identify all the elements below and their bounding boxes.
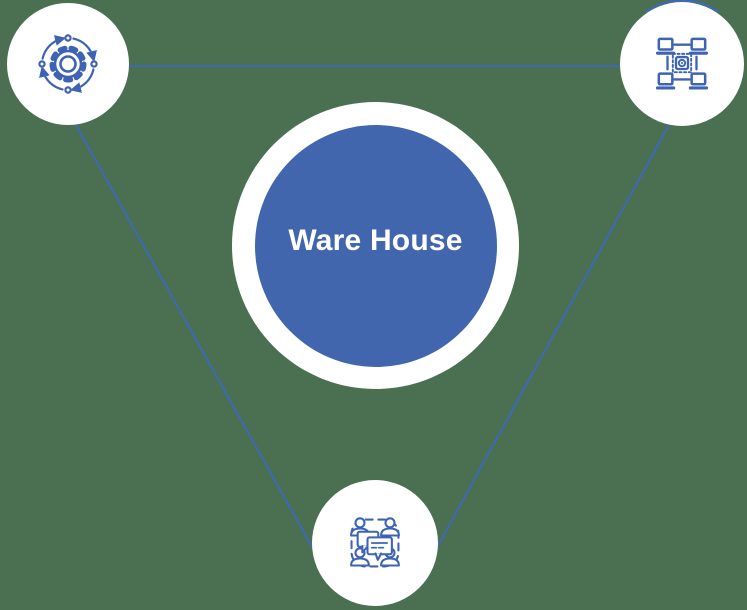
node-automation <box>7 3 129 125</box>
node-collaboration <box>312 480 438 606</box>
center-node-warehouse: Ware House <box>254 124 497 367</box>
node-network <box>620 2 744 126</box>
connected-devices-icon <box>655 37 709 90</box>
team-discussion-icon <box>350 517 400 568</box>
person-glyph <box>380 517 400 537</box>
center-node-ring: Ware House <box>232 102 519 389</box>
person-glyph <box>350 547 370 567</box>
connector-left <box>71 117 317 555</box>
gear-cycle-icon <box>38 34 98 94</box>
center-label: Ware House <box>288 223 463 257</box>
chat-bubbles-glyph <box>356 530 393 561</box>
connector-right <box>434 113 676 552</box>
laptop-glyph <box>688 72 709 90</box>
laptop-glyph <box>688 37 709 55</box>
laptop-glyph <box>655 37 676 55</box>
laptop-glyph <box>655 72 676 90</box>
accent-arc-top-right <box>645 0 719 13</box>
